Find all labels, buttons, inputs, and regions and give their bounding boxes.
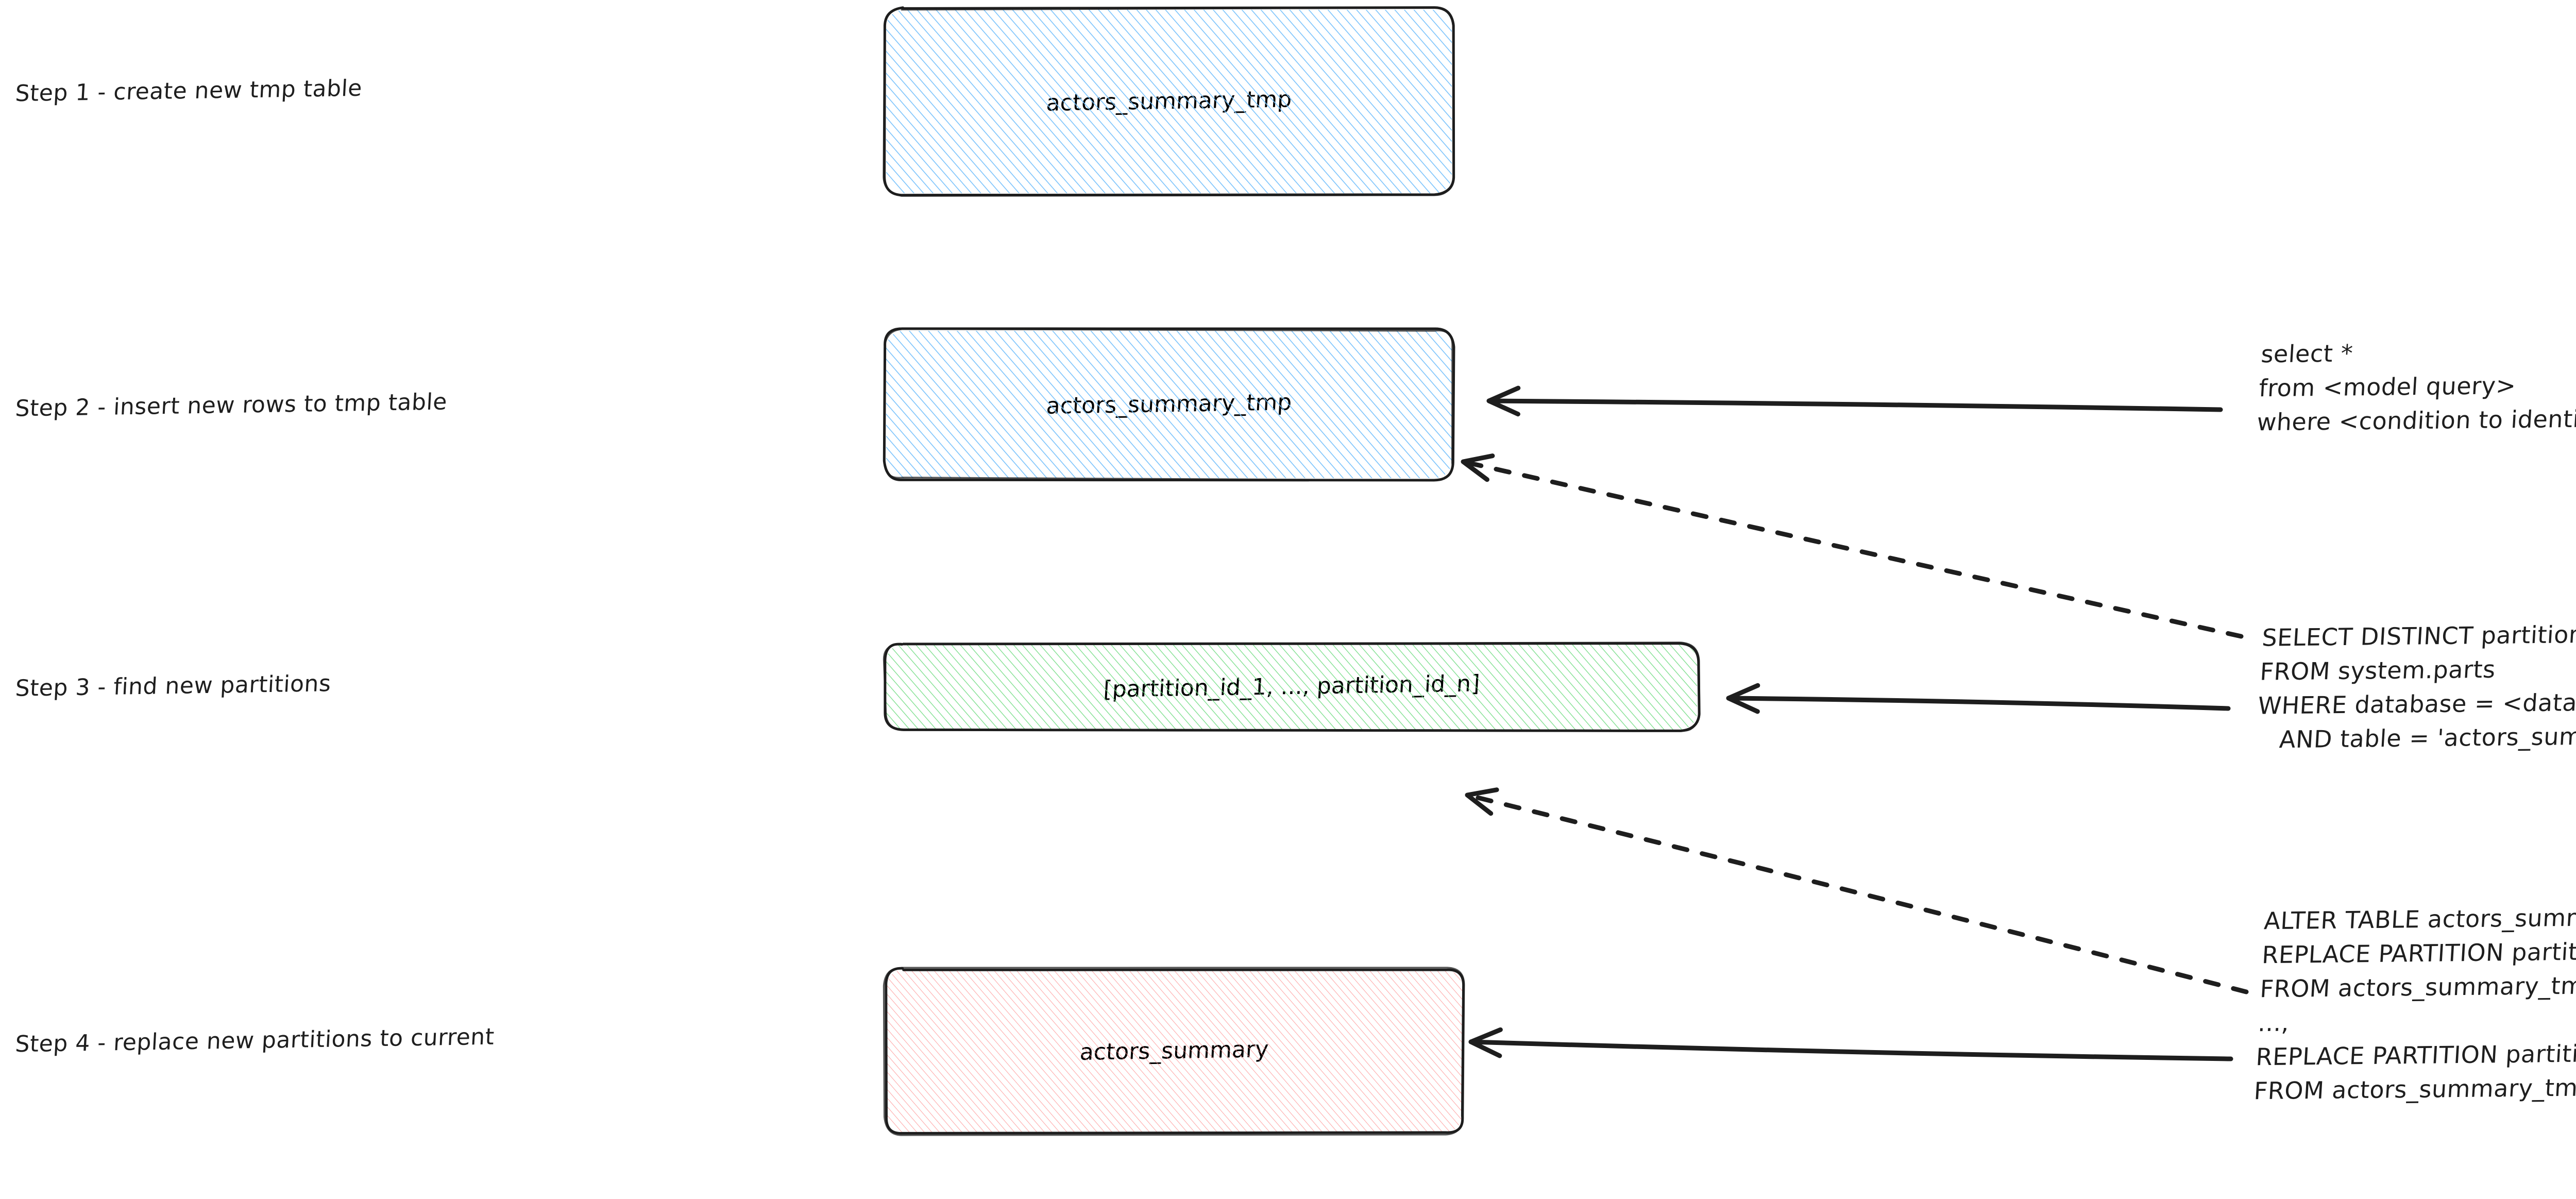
query-partitions-line-4: AND table = 'actors_summary_tmp' xyxy=(2278,721,2576,754)
node-label: actors_summary xyxy=(1079,1036,1269,1066)
node-label: actors_summary_tmp xyxy=(1045,86,1293,116)
node-label: actors_summary_tmp xyxy=(1045,389,1293,419)
query-insert-line-2: from <model query> xyxy=(2258,371,2517,402)
query-replace-line-4: ..., xyxy=(2257,1008,2290,1037)
node-actors-summary-tmp-step1[interactable]: actors_summary_tmp xyxy=(885,9,1453,194)
step-label-1: Step 1 - create new tmp table xyxy=(14,75,363,107)
query-replace-line-2: REPLACE PARTITION partition_id_1 xyxy=(2261,936,2576,969)
query-replace-line-6: FROM actors_summary_tmp, xyxy=(2253,1073,2576,1105)
query-partitions-line-2: FROM system.parts xyxy=(2259,655,2497,686)
step-label-3: Step 3 - find new partitions xyxy=(14,670,332,702)
query-replace-line-3: FROM actors_summary_tmp, xyxy=(2259,971,2576,1003)
query-insert-line-3: where <condition to identify new> xyxy=(2256,404,2576,436)
step-label-2: Step 2 - insert new rows to tmp table xyxy=(14,389,448,422)
query-replace-line-5: REPLACE PARTITION partition_id_n xyxy=(2255,1038,2576,1071)
query-insert-new-rows: select * from <model query>where <conditi… xyxy=(2256,333,2576,440)
query-insert-line-1: select * xyxy=(2260,339,2354,368)
node-actors-summary-tmp-step2[interactable]: actors_summary_tmp xyxy=(885,330,1453,479)
node-label: [partition_id_1, ..., partition_id_n] xyxy=(1103,670,1481,703)
query-partitions-line-1: SELECT DISTINCT partition_id xyxy=(2261,620,2576,652)
node-actors-summary[interactable]: actors_summary xyxy=(885,969,1463,1134)
step-label-4: Step 4 - replace new partitions to curre… xyxy=(14,1023,495,1058)
query-partitions-line-3: WHERE database = <database> xyxy=(2257,687,2576,720)
query-replace-line-1: ALTER TABLE actors_summary xyxy=(2263,903,2576,935)
node-partition-id-list[interactable]: [partition_id_1, ..., partition_id_n] xyxy=(885,643,1698,731)
